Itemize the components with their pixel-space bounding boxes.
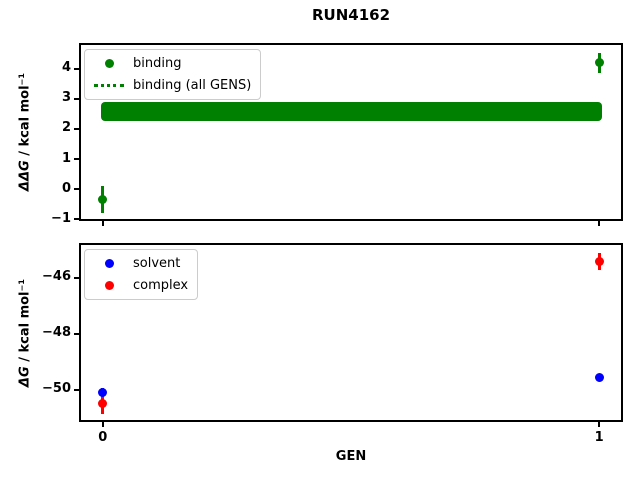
figure-title: RUN4162: [311, 6, 391, 24]
legend-label-complex: complex: [133, 278, 189, 293]
x-tick: [598, 422, 601, 427]
binding-all-gens-band: [100, 101, 603, 122]
y-axis-label-dg: ΔG / kcal mol⁻¹: [18, 279, 33, 387]
axes-solvent-complex-dg: [79, 243, 623, 422]
y-axis-label-ddg-units: / kcal mol⁻¹: [17, 72, 33, 161]
y-tick: [74, 276, 79, 279]
x-axis-label-gen: GEN: [335, 449, 367, 464]
binding-all-gens-line-icon: [94, 84, 124, 87]
legend-binding: binding binding (all GENS): [84, 49, 262, 100]
y-tick: [74, 218, 79, 221]
y-axis-label-dg-math: ΔG: [17, 366, 33, 388]
y-tick: [74, 127, 79, 130]
y-tick: [74, 332, 79, 335]
legend-entry-complex: complex: [94, 277, 188, 294]
axes-binding-ddg: [79, 43, 623, 221]
complex-marker-icon: [94, 281, 124, 290]
red-dot-icon: [104, 281, 114, 290]
solvent-marker-icon: [94, 259, 124, 268]
legend-entry-solvent: solvent: [94, 255, 188, 272]
legend-label-binding: binding: [133, 56, 182, 71]
y-tick-label: 2: [61, 120, 71, 136]
y-tick-label: −1: [51, 210, 71, 226]
y-tick: [74, 388, 79, 391]
y-tick-label: 4: [61, 60, 71, 76]
complex-point: [98, 399, 108, 409]
y-tick: [74, 97, 79, 100]
binding-point: [98, 195, 108, 205]
y-tick-label: −50: [42, 381, 71, 397]
legend-entry-binding-all-gens: binding (all GENS): [94, 77, 251, 94]
legend-entry-binding: binding: [94, 55, 251, 72]
y-axis-label-ddg: ΔΔG / kcal mol⁻¹: [18, 73, 33, 191]
x-tick: [101, 422, 104, 427]
binding-marker-icon: [94, 59, 124, 68]
y-tick-label: −46: [42, 269, 71, 285]
legend-solvent-complex: solvent complex: [84, 249, 199, 300]
binding-point: [594, 58, 604, 68]
legend-label-binding-all-gens: binding (all GENS): [133, 78, 252, 93]
y-tick: [74, 67, 79, 70]
x-tick: [101, 221, 104, 226]
y-tick-label: 1: [61, 150, 71, 166]
y-tick-label: −48: [42, 325, 71, 341]
y-tick-label: 0: [61, 180, 71, 196]
x-tick-label: 1: [594, 430, 604, 445]
y-tick-label: 3: [61, 90, 71, 106]
y-axis-label-dg-units: / kcal mol⁻¹: [17, 278, 33, 367]
legend-label-solvent: solvent: [133, 256, 181, 271]
x-tick-label: 0: [98, 430, 108, 445]
y-tick: [74, 188, 79, 191]
green-dotted-line-icon: [94, 84, 124, 87]
solvent-point: [98, 388, 108, 398]
y-axis-label-ddg-math: ΔΔG: [17, 160, 33, 192]
y-tick: [74, 158, 79, 161]
x-tick: [598, 221, 601, 226]
green-dot-icon: [104, 59, 114, 68]
complex-point: [594, 256, 604, 266]
blue-dot-icon: [104, 259, 114, 268]
solvent-point: [594, 372, 604, 382]
